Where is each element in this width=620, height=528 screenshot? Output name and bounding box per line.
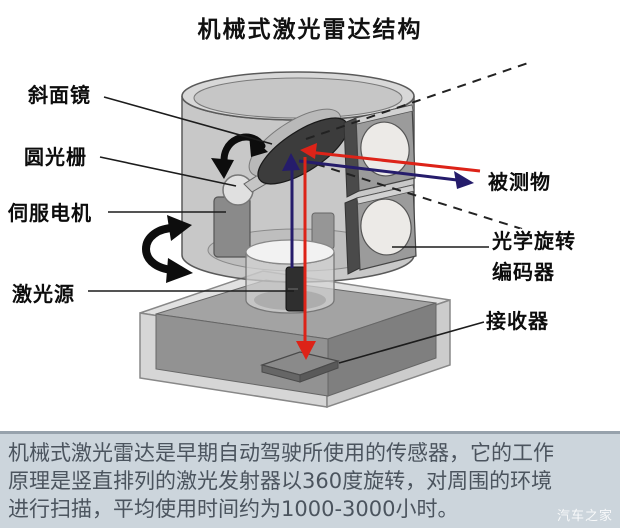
label-optical-encoder-line1: 光学旋转 — [492, 229, 576, 253]
label-target-object: 被测物 — [488, 170, 551, 194]
laser-source-assembly — [245, 239, 335, 314]
return-laser-beam — [296, 143, 481, 360]
label-optical-encoder: 光学旋转 编码器 — [492, 226, 576, 288]
label-slant-mirror: 斜面镜 — [28, 83, 91, 107]
scan-range-dashes — [305, 62, 529, 230]
label-connectors — [88, 96, 489, 364]
body-rotation-arrow-icon — [142, 215, 193, 283]
caption-line: 进行扫描，平均使用时间约为1000-3000小时。 — [8, 497, 459, 521]
page-title: 机械式激光雷达结构 — [197, 17, 423, 43]
label-laser-source: 激光源 — [12, 282, 75, 306]
caption-line: 原理是竖直排列的激光发射器以360度旋转，对周围的环境 — [8, 469, 553, 493]
caption-line: 机械式激光雷达是早期自动驾驶所使用的传感器，它的工作 — [8, 441, 554, 465]
label-optical-encoder-line2: 编码器 — [492, 260, 555, 284]
label-servo-motor: 伺服电机 — [8, 201, 92, 225]
outgoing-laser-beam — [282, 153, 474, 268]
label-circular-grating: 圆光栅 — [24, 145, 87, 169]
watermark-autohome: 汽车之家 — [556, 509, 613, 524]
receiver-plate — [259, 351, 341, 383]
caption-panel: 机械式激光雷达是早期自动驾驶所使用的传感器，它的工作 原理是竖直排列的激光发射器… — [0, 431, 620, 528]
lidar-diagram — [88, 62, 529, 409]
mirror-rotation-arrow-icon — [211, 133, 268, 179]
label-receiver: 接收器 — [486, 309, 549, 333]
